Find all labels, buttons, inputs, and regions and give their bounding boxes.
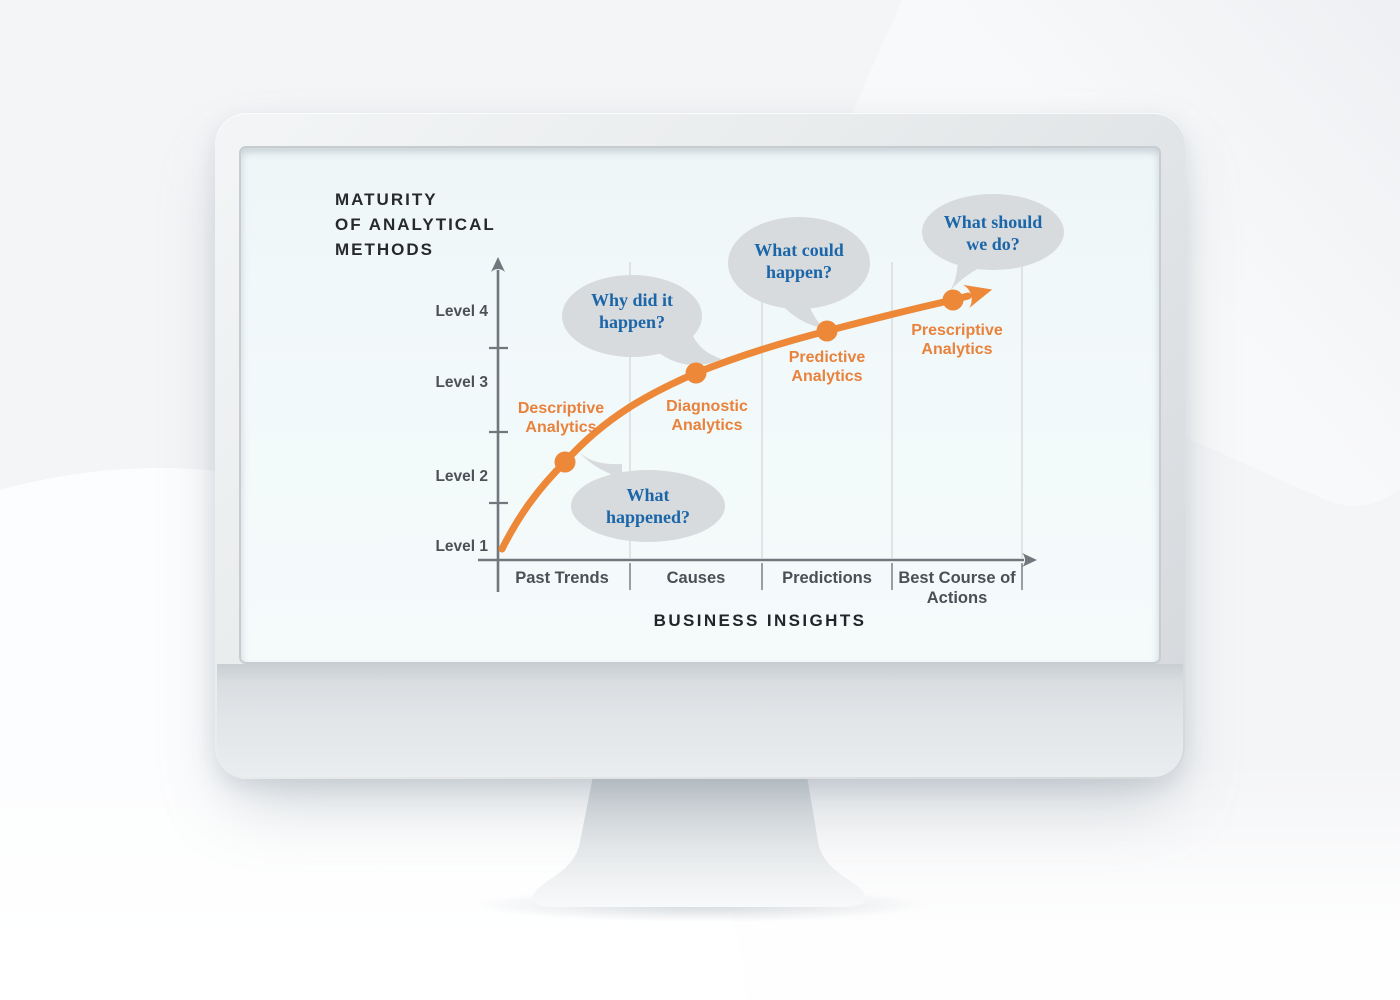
- y-axis-label-level-2: Level 2: [435, 468, 488, 485]
- question-line: we do?: [966, 234, 1020, 254]
- question-what-happened: What happened?: [573, 484, 723, 528]
- speech-bubble-tail: [780, 295, 823, 328]
- speech-bubble-what-happened: [571, 470, 725, 542]
- monitor-stand-shape: [532, 776, 866, 907]
- curve-point-predictive: [816, 320, 838, 342]
- x-axis-label-best-course: Best Course of Actions: [898, 569, 1016, 607]
- y-axis-label-level-1: Level 1: [435, 538, 488, 555]
- monitor-frame: [215, 113, 1185, 779]
- x-axis-title: BUSINESS INSIGHTS: [653, 611, 867, 630]
- stage-label-descriptive-analytics: Descriptive Analytics: [517, 400, 605, 436]
- question-line: happen?: [765, 262, 833, 282]
- speech-bubble-why-did-it-happen: [562, 275, 702, 357]
- curve-point-diagnostic: [685, 362, 707, 384]
- question-why-did-it-happen: Why did it happen?: [557, 289, 707, 333]
- chart-title-line-2: OF ANALYTICAL: [335, 215, 496, 234]
- question-line: Why did it: [590, 290, 674, 310]
- maturity-chart: [478, 194, 1064, 592]
- monitor-chin: [217, 664, 1183, 777]
- y-axis-label-level-4: Level 4: [435, 303, 488, 320]
- stage-label-prescriptive-analytics: Prescriptive Analytics: [911, 322, 1003, 358]
- y-axis-label-level-3: Level 3: [435, 374, 488, 391]
- chart-title-line-3: METHODS: [335, 240, 434, 259]
- monitor-screen: [239, 146, 1161, 664]
- chart-title-line-1: MATURITY: [335, 190, 438, 209]
- y-axis-ticks: [489, 346, 508, 505]
- question-what-should-we-do: What should we do?: [918, 211, 1068, 255]
- x-axis-label-causes: Causes: [666, 569, 726, 587]
- question-line: What could: [754, 240, 844, 260]
- speech-bubbles: [562, 194, 1064, 542]
- speech-bubble-tail: [579, 452, 622, 478]
- question-line: What should: [943, 212, 1043, 232]
- x-axis-label-predictions: Predictions: [782, 569, 872, 587]
- question-what-could-happen: What could happen?: [724, 239, 874, 283]
- stage-label-diagnostic-analytics: Diagnostic Analytics: [666, 398, 748, 434]
- stage-label-predictive-analytics: Predictive Analytics: [788, 349, 866, 385]
- question-line: What: [626, 485, 670, 505]
- speech-bubble-what-should-we-do: [922, 194, 1064, 270]
- speech-bubble-tail: [655, 334, 722, 366]
- curve-points: [554, 289, 964, 473]
- curve-point-prescriptive: [942, 289, 964, 311]
- speech-bubble-what-could-happen: [728, 217, 870, 309]
- speech-bubble-tail: [950, 261, 988, 291]
- chart-title: MATURITY OF ANALYTICAL METHODS: [335, 187, 575, 262]
- question-line: happen?: [598, 312, 666, 332]
- question-line: happened?: [605, 507, 691, 527]
- curve-point-descriptive: [554, 451, 576, 473]
- x-axis-label-past-trends: Past Trends: [515, 569, 609, 587]
- monitor-stand: [532, 776, 866, 907]
- x-axis-separators: [629, 563, 1023, 590]
